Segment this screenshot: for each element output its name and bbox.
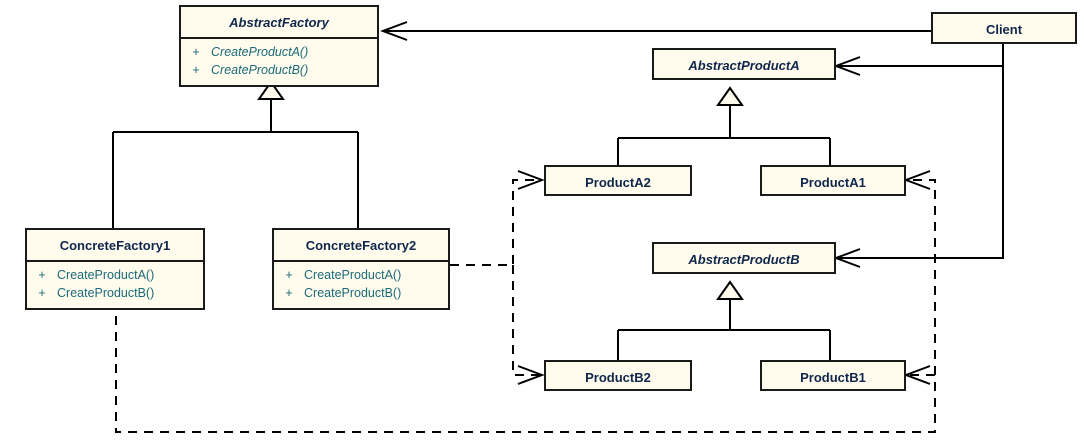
association-client-to-abstractproductb (833, 44, 1004, 268)
generalization-productb-to-abstractproductb (617, 280, 831, 360)
class-box-client[interactable]: Client (931, 12, 1077, 44)
dependency-concretefactory2-to-products (450, 170, 545, 385)
class-box-product-a2[interactable]: ProductA2 (544, 165, 692, 196)
class-member: + CreateProductB() (274, 285, 448, 303)
association-client-to-abstractfactory (380, 21, 931, 41)
association-client-to-abstractproducta (833, 44, 1004, 76)
class-box-product-a1[interactable]: ProductA1 (760, 165, 906, 196)
class-members-concrete-factory-2: + CreateProductA() + CreateProductB() (274, 260, 448, 308)
class-members-concrete-factory-1: + CreateProductA() + CreateProductB() (27, 260, 203, 308)
class-name-abstract-product-a: AbstractProductA (688, 58, 800, 73)
class-member: + CreateProductA() (181, 44, 377, 62)
class-box-abstract-product-a[interactable]: AbstractProductA (652, 48, 836, 80)
class-name-product-a2: ProductA2 (585, 175, 651, 190)
member-name: CreateProductB() (211, 62, 309, 77)
class-member: + CreateProductB() (181, 62, 377, 80)
generalization-triangle-abstractproductb (716, 280, 744, 300)
member-name: CreateProductA() (57, 268, 155, 282)
class-name-abstract-factory: AbstractFactory (229, 15, 329, 30)
class-name-product-b1: ProductB1 (800, 370, 866, 385)
class-member: + CreateProductB() (27, 285, 203, 303)
class-box-product-b1[interactable]: ProductB1 (760, 360, 906, 391)
class-member: + CreateProductA() (274, 267, 448, 285)
member-name: CreateProductB() (304, 285, 402, 300)
generalization-triangle-abstractfactory (257, 80, 285, 100)
member-visibility: + (192, 45, 200, 59)
class-name-product-b2: ProductB2 (585, 370, 651, 385)
class-member: + CreateProductA() (27, 267, 203, 285)
dependency-concretefactory1-to-products (115, 170, 936, 433)
member-visibility: + (285, 285, 293, 300)
class-box-product-b2[interactable]: ProductB2 (544, 360, 692, 391)
member-name: CreateProductB() (57, 285, 155, 300)
class-box-concrete-factory-2[interactable]: ConcreteFactory2 + CreateProductA() + Cr… (272, 228, 450, 310)
generalization-producta-to-abstractproducta (617, 86, 831, 168)
class-box-concrete-factory-1[interactable]: ConcreteFactory1 + CreateProductA() + Cr… (25, 228, 205, 310)
member-visibility: + (38, 268, 46, 282)
class-name-abstract-product-b: AbstractProductB (688, 252, 800, 267)
member-visibility: + (192, 62, 200, 77)
member-visibility: + (285, 268, 293, 282)
class-name-concrete-factory-2: ConcreteFactory2 (305, 238, 417, 253)
class-box-abstract-product-b[interactable]: AbstractProductB (652, 242, 836, 274)
member-name: CreateProductA() (304, 268, 402, 282)
member-name: CreateProductA() (211, 45, 309, 59)
class-members-abstract-factory: + CreateProductA() + CreateProductB() (181, 37, 377, 85)
class-name-product-a1: ProductA1 (800, 175, 866, 190)
generalization-triangle-abstractproducta (716, 86, 744, 106)
generalization-factories-to-abstractfactory (112, 80, 359, 228)
class-name-client: Client (985, 22, 1023, 37)
member-visibility: + (38, 285, 46, 300)
class-name-concrete-factory-1: ConcreteFactory1 (59, 238, 171, 253)
class-box-abstract-factory[interactable]: AbstractFactory + CreateProductA() + Cre… (179, 5, 379, 87)
